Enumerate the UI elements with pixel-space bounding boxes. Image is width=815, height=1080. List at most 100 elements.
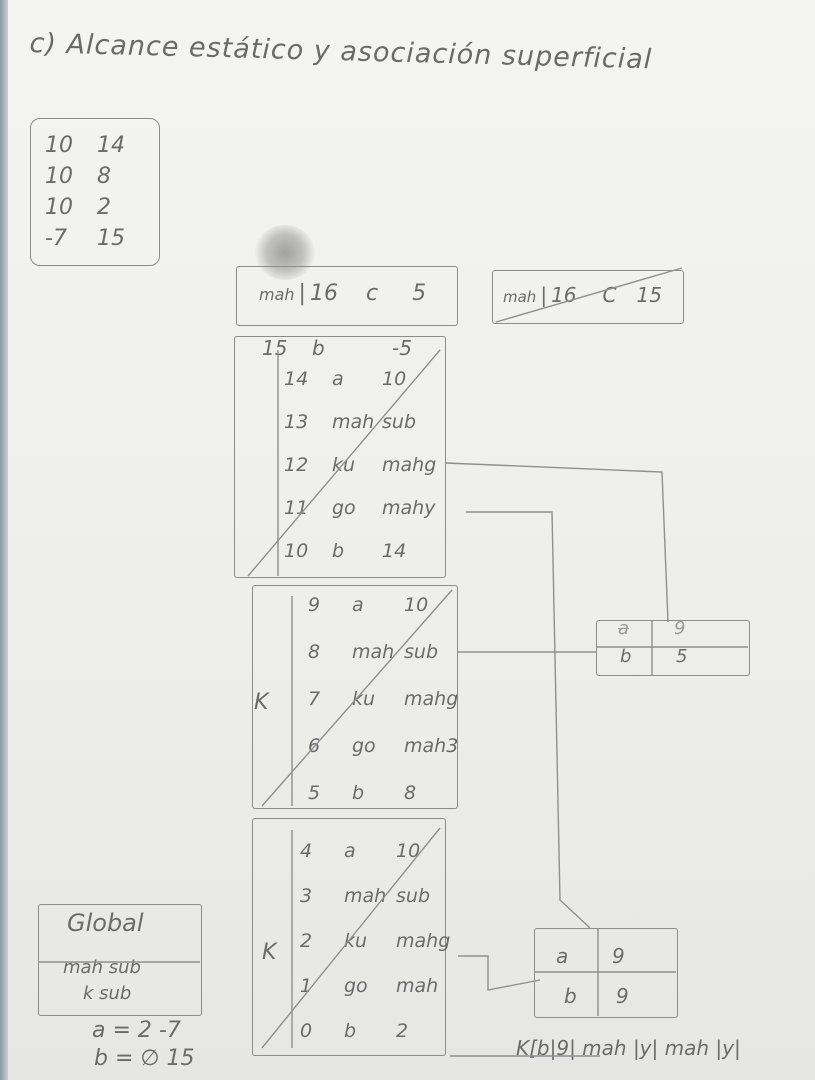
stack2-cell: 9 [308, 594, 321, 616]
cross-out-stroke [261, 827, 441, 1049]
stack2-cell: 8 [404, 782, 417, 804]
top-table-cell: 10 [45, 195, 73, 220]
stack3-cell: b [344, 1020, 357, 1042]
connector-line [458, 955, 541, 991]
stack1-cell: 12 [284, 454, 309, 476]
stack3-cell: 10 [396, 840, 421, 862]
stack2-cell: b [352, 782, 365, 804]
side-box-2 [534, 928, 678, 1018]
stack3-cell: sub [396, 885, 431, 907]
stack1-top-cell: b [312, 336, 325, 360]
side-box-cell: 9 [674, 618, 686, 639]
side-box-cell: 9 [612, 944, 625, 968]
stack1-cell: a [332, 368, 344, 390]
frame-a-cell: 5 [412, 281, 427, 306]
stack1-cell: mahy [382, 497, 436, 519]
stack2-cell: 5 [308, 782, 321, 804]
stack2-cell: mah3 [404, 735, 459, 757]
stack2-row: 7 ku mahg [308, 688, 458, 710]
stack3-cell: mah [396, 975, 439, 997]
stack3-row: 2 ku mahg [300, 930, 450, 952]
stack3-cell: 1 [300, 975, 313, 997]
top-table-row: 10 2 [45, 195, 111, 220]
stack2-cell: ku [352, 688, 376, 710]
stack1-cell: 14 [284, 368, 309, 390]
stack2-label: K [254, 690, 269, 715]
side-box-cell: a [618, 618, 630, 639]
stack2-cell: mahg [404, 688, 459, 710]
stack3-cell: 4 [300, 840, 313, 862]
side-box-cell: 5 [676, 646, 688, 667]
stack1-top-cell: -5 [392, 336, 412, 360]
stack1-cell: mahg [382, 454, 437, 476]
cross-out-stroke [247, 349, 441, 577]
stack1-cell: 10 [284, 540, 309, 562]
top-table-cell: -7 [45, 226, 67, 251]
stack1-cell: 11 [284, 497, 309, 519]
frame-a-cell: c [365, 281, 379, 306]
side-box-cell: b [564, 984, 577, 1008]
frame-a-cell: 16 [309, 281, 338, 306]
stack3-cell: ku [344, 930, 368, 952]
stack3-cell: 2 [300, 930, 313, 952]
side-box-cell: a [556, 944, 569, 968]
stack1-cell: sub [382, 411, 417, 433]
side-box-1 [596, 620, 750, 676]
side-box-cell: 9 [616, 984, 629, 1008]
stack-frame-2 [252, 585, 458, 809]
top-table-cell: 15 [97, 226, 125, 251]
frame-b-cell: 15 [636, 283, 662, 307]
top-table-row: -7 15 [45, 226, 125, 251]
top-table-cell: 10 [45, 133, 73, 158]
frame-a-cell: mah [259, 285, 295, 304]
stack3-cell: 2 [396, 1020, 409, 1042]
stack2-cell: a [352, 594, 364, 616]
top-table-cell: 8 [97, 164, 111, 189]
global-title: Global [67, 909, 144, 937]
stack2-cell: sub [404, 641, 439, 663]
stack2-cell: 7 [308, 688, 321, 710]
connector-line [445, 462, 669, 623]
stack1-cell: 14 [382, 540, 407, 562]
side-box-cell: b [620, 646, 632, 667]
top-table-cell: 2 [97, 195, 111, 220]
stack3-cell: mahg [396, 930, 451, 952]
top-table-cell: 10 [45, 164, 73, 189]
cross-out-stroke [261, 589, 453, 807]
stack2-cell: mah [352, 641, 395, 663]
stack3-cell: 3 [300, 885, 313, 907]
global-a-line: a = 2 -7 [92, 1018, 181, 1043]
top-table-row: 10 8 [45, 164, 111, 189]
page-edge [0, 0, 8, 1080]
stack1-cell: 13 [284, 411, 309, 433]
stack3-label: K [262, 940, 277, 965]
stack1-top-cell: 15 [262, 336, 288, 360]
frame-b-cell: mah [503, 288, 537, 306]
stack2-cell: 8 [308, 641, 321, 663]
global-row: k sub [83, 983, 132, 1004]
stack2-cell: go [352, 735, 376, 757]
connector-line [466, 511, 591, 929]
stack1-top-row: 15 b -5 [262, 336, 412, 360]
stack2-row: 5 b 8 [308, 782, 416, 804]
